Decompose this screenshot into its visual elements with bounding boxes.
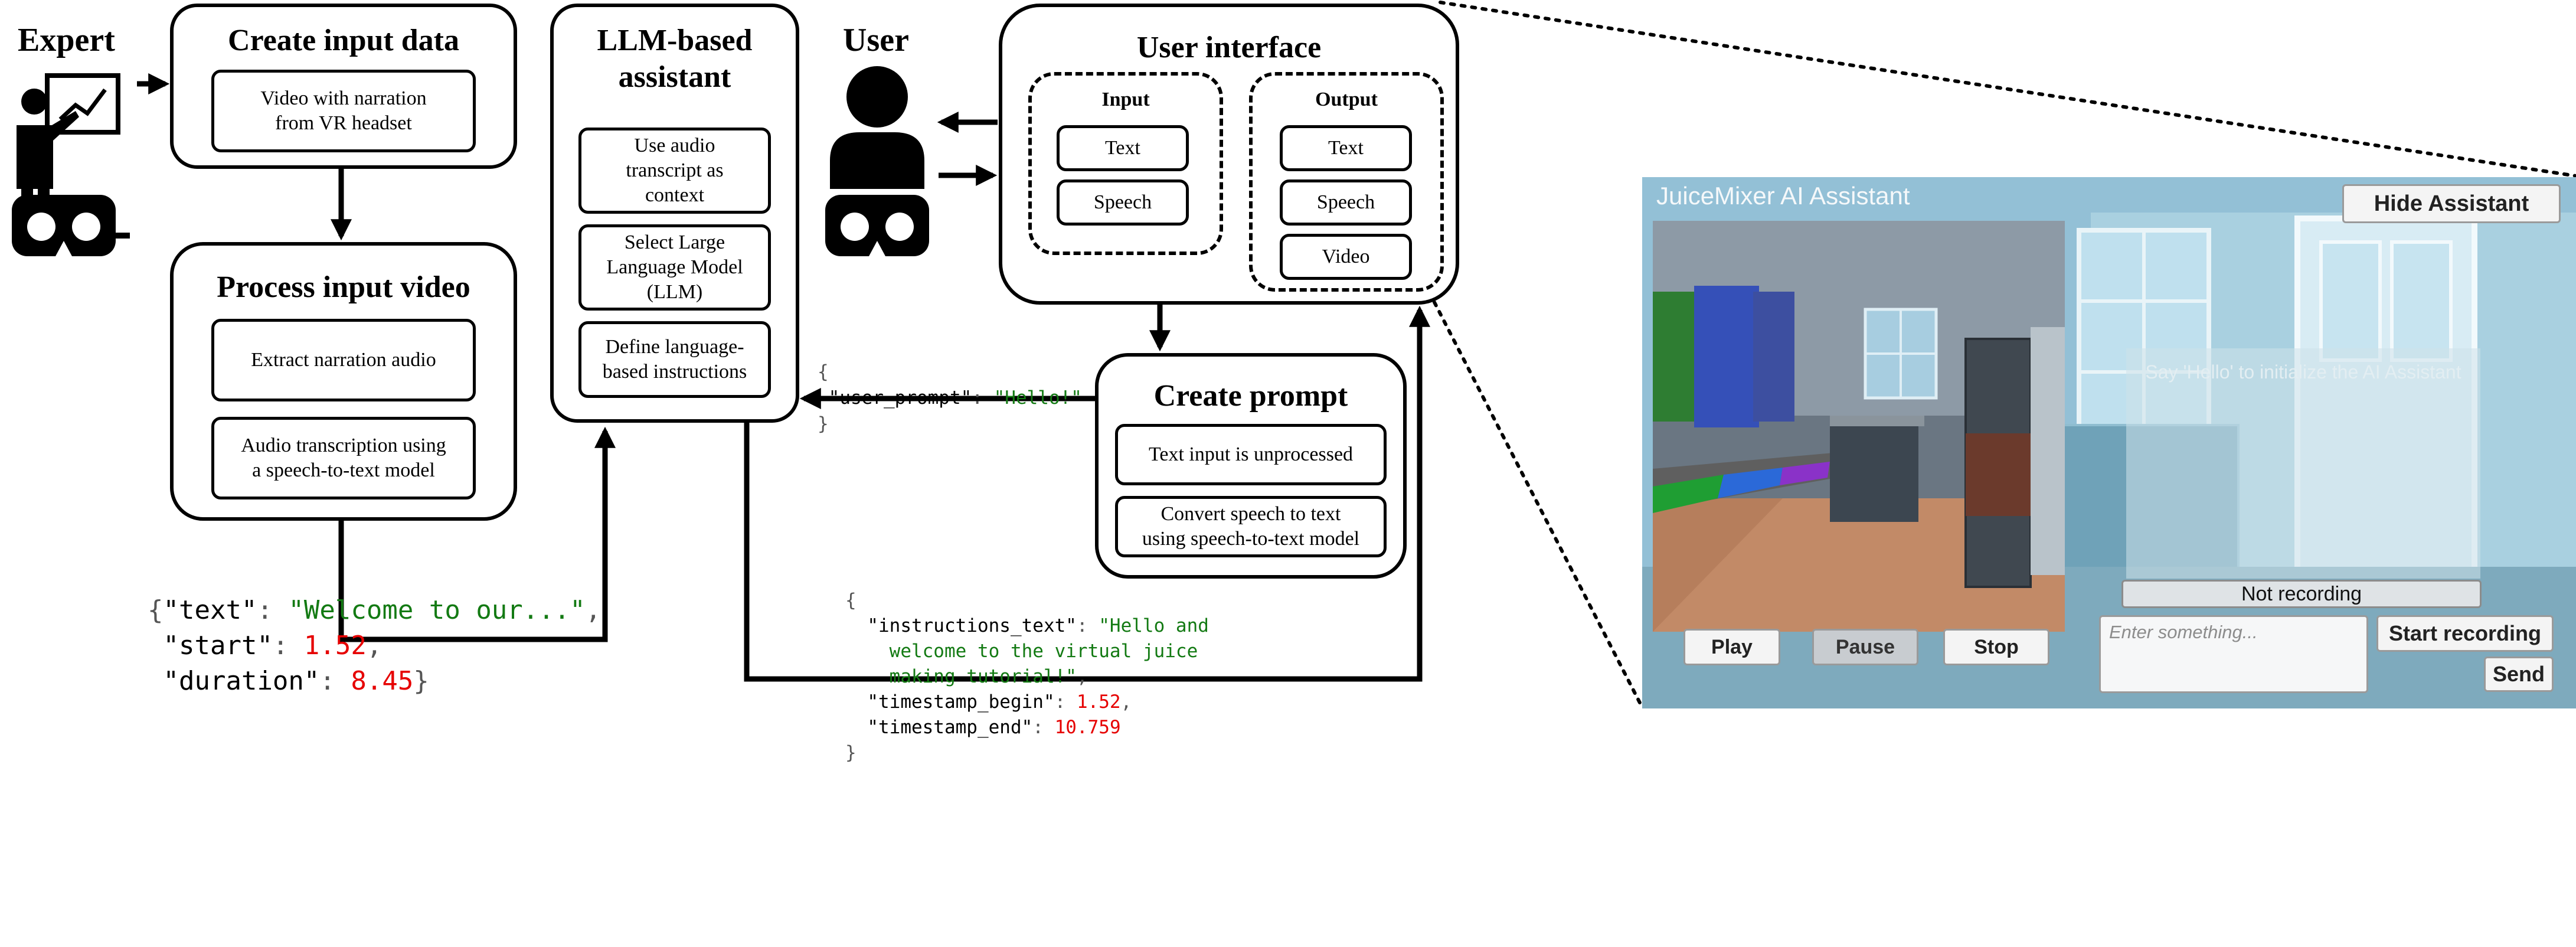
ui-output-item: Text <box>1280 125 1412 171</box>
assistant-item: Select Large Language Model (LLM) <box>578 224 771 311</box>
user-interface-box: User interface Input Text Speech Output … <box>999 4 1459 305</box>
ui-output-item: Speech <box>1280 179 1412 226</box>
json-value: welcome to the virtual juice <box>889 641 1198 662</box>
json-key: "timestamp_end" <box>867 717 1033 738</box>
process-video-item: Extract narration audio <box>211 319 476 401</box>
user-label: User <box>843 22 909 58</box>
stop-button[interactable]: Stop <box>1943 629 2049 665</box>
user-icon <box>830 66 924 189</box>
assistant-box: LLM-based assistant Use audio transcript… <box>550 4 799 423</box>
hint-text: Say 'Hello' to initialize the AI Assista… <box>2145 361 2461 383</box>
create-input-box: Create input data Video with narration f… <box>170 4 517 169</box>
json-value: "Welcome to our..." <box>288 595 586 625</box>
instructions-json: { "instructions_text": "Hello and welcom… <box>845 590 1209 763</box>
process-video-item: Audio transcription using a speech-to-te… <box>211 417 476 499</box>
vr-headset-icon <box>12 195 116 256</box>
json-key: "text" <box>163 595 257 625</box>
create-prompt-title: Create prompt <box>1153 379 1348 413</box>
assistant-title: LLM-based assistant <box>597 24 753 94</box>
arrow-process-to-assistant <box>338 426 616 642</box>
json-key: "user_prompt" <box>828 387 972 409</box>
json-value: 1.52 <box>1076 691 1121 713</box>
json-value: "Hello!" <box>993 387 1082 409</box>
json-key: "timestamp_begin" <box>867 691 1055 713</box>
send-button[interactable]: Send <box>2484 657 2554 692</box>
user-interface-title: User interface <box>1136 31 1322 64</box>
app-title: JuiceMixer AI Assistant <box>1656 182 1910 210</box>
recording-status: Not recording <box>2121 580 2482 608</box>
app-screenshot: JuiceMixer AI Assistant Hide Assistant P… <box>1642 177 2576 708</box>
start-recording-button[interactable]: Start recording <box>2376 615 2554 652</box>
expert-label: Expert <box>18 22 115 58</box>
hide-assistant-button[interactable]: Hide Assistant <box>2342 184 2561 223</box>
assistant-item: Use audio transcript as context <box>578 128 771 214</box>
create-prompt-item: Convert speech to text using speech-to-t… <box>1115 496 1387 557</box>
json-value: making tutorial!" <box>889 666 1077 687</box>
message-input-placeholder: Enter something... <box>2109 622 2258 642</box>
ui-output-item: Video <box>1280 234 1412 280</box>
ui-output-title: Output <box>1315 89 1378 110</box>
json-value: "Hello and <box>1099 615 1209 636</box>
zoom-line-top <box>1439 1 2576 178</box>
create-prompt-item: Text input is unprocessed <box>1115 424 1387 485</box>
json-value: 10.759 <box>1054 717 1121 738</box>
prompt-json: { "user_prompt": "Hello!" } <box>818 361 1082 435</box>
json-key: "start" <box>163 631 273 661</box>
json-key: "instructions_text" <box>867 615 1077 636</box>
ui-output-group: Output Text Speech Video <box>1249 72 1444 292</box>
json-value: 1.52 <box>303 631 367 661</box>
transcript-json: {"text": "Welcome to our...", "start": 1… <box>148 595 601 696</box>
pause-button[interactable]: Pause <box>1812 629 1918 665</box>
zoom-line-bottom <box>1433 301 1644 709</box>
create-prompt-box: Create prompt Text input is unprocessed … <box>1095 353 1407 579</box>
assistant-item: Define language- based instructions <box>578 321 771 398</box>
process-video-title: Process input video <box>217 270 470 304</box>
video-viewport <box>1653 221 2065 632</box>
ui-input-group: Input Text Speech <box>1028 72 1223 255</box>
json-key: "duration" <box>163 666 320 696</box>
ui-input-title: Input <box>1101 89 1150 110</box>
ui-input-item: Text <box>1057 125 1189 171</box>
create-input-item: Video with narration from VR headset <box>211 70 476 152</box>
json-value: 8.45 <box>351 666 414 696</box>
vr-headset-icon <box>825 195 929 256</box>
ui-input-item: Speech <box>1057 179 1189 226</box>
create-input-title: Create input data <box>228 24 459 57</box>
message-input[interactable]: Enter something... <box>2099 615 2368 693</box>
arrow-to-ui <box>1207 305 1430 682</box>
process-video-box: Process input video Extract narration au… <box>170 242 517 521</box>
arrow-assistant-to-prompt-line <box>744 423 1222 682</box>
play-button[interactable]: Play <box>1683 629 1780 665</box>
